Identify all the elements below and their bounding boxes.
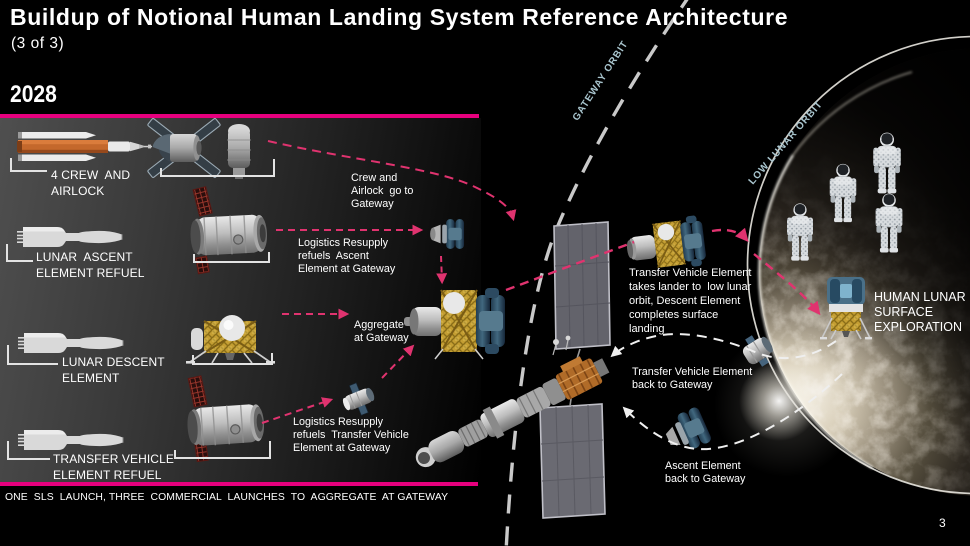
- label-brackets: [6, 158, 275, 460]
- gateway-station: [415, 221, 611, 519]
- label-lunar-descent: LUNAR DESCENT ELEMENT: [62, 355, 165, 385]
- magenta-trajectories: [261, 140, 821, 424]
- slide-subtitle: (3 of 3): [11, 35, 65, 52]
- hls-surface-lander: [820, 277, 872, 340]
- commercial-rocket: [17, 227, 123, 247]
- returning-transfer-vehicle: [742, 335, 773, 367]
- solar-array: [553, 221, 611, 363]
- annotation-logistics-tve: Logistics Resupply refuels Transfer Vehi…: [293, 416, 409, 454]
- year-label: 2028: [10, 81, 57, 108]
- label-crew-airlock: 4 CREW AND AIRLOCK: [51, 168, 131, 198]
- tve-to-llo-arrow: [711, 227, 749, 243]
- page-number: 3: [939, 516, 946, 530]
- logistics-module: [188, 186, 269, 275]
- ascent-back-path: [622, 373, 843, 451]
- logistics-module: [185, 375, 266, 463]
- annotation-crew-airlock: Crew and Airlock go to Gateway: [351, 172, 414, 210]
- descent-to-surface-arrow: [753, 253, 821, 316]
- moon: [714, 48, 970, 496]
- annotation-ascent-back: Ascent Element back to Gateway: [665, 460, 746, 485]
- annotation-tve-back: Transfer Vehicle Element back to Gateway: [632, 366, 753, 391]
- annotation-surface-exploration: HUMAN LUNAR SURFACE EXPLORATION: [874, 290, 966, 334]
- crew-to-gateway-arrow: [267, 140, 517, 222]
- commercial-rocket: [18, 333, 124, 353]
- slide-title: Buildup of Notional Human Landing System…: [10, 4, 789, 30]
- lunar-lander: [186, 315, 275, 364]
- ascent-down-arrow: [436, 255, 448, 285]
- label-transfer-vehicle: TRANSFER VEHICLE ELEMENT REFUEL: [53, 452, 174, 482]
- annotation-tve-to-llo: Transfer Vehicle Element takes lander to…: [629, 267, 752, 335]
- low-lunar-orbit-arc: [746, 35, 970, 495]
- resupply-to-stack-arrow: [381, 344, 415, 379]
- magenta-rule-top: [0, 114, 479, 118]
- aggregated-gateway-stack: [404, 288, 505, 360]
- transfer-vehicle-lander-stack: [626, 215, 706, 269]
- solar-array: [539, 391, 606, 519]
- magenta-rule-bottom: [0, 482, 478, 486]
- annotation-logistics-ascent: Logistics Resupply refuels Ascent Elemen…: [298, 237, 396, 275]
- tve-back-path: [610, 333, 837, 360]
- white-return-paths: [610, 333, 843, 451]
- footer-caption: ONE SLS LAUNCH, THREE COMMERCIAL LAUNCHE…: [5, 492, 449, 503]
- airlock-module: [227, 124, 251, 179]
- label-lunar-ascent: LUNAR ASCENT ELEMENT REFUEL: [36, 250, 145, 280]
- resupply-craft: [337, 377, 380, 421]
- annotation-aggregate: Aggregate at Gateway: [354, 319, 409, 344]
- sls-rocket: [17, 132, 152, 161]
- orion-spacecraft: [147, 118, 221, 178]
- aggregate-to-tve-line: [505, 240, 635, 292]
- ascent-element-at-gateway: [430, 219, 465, 249]
- commercial-rocket: [18, 430, 124, 450]
